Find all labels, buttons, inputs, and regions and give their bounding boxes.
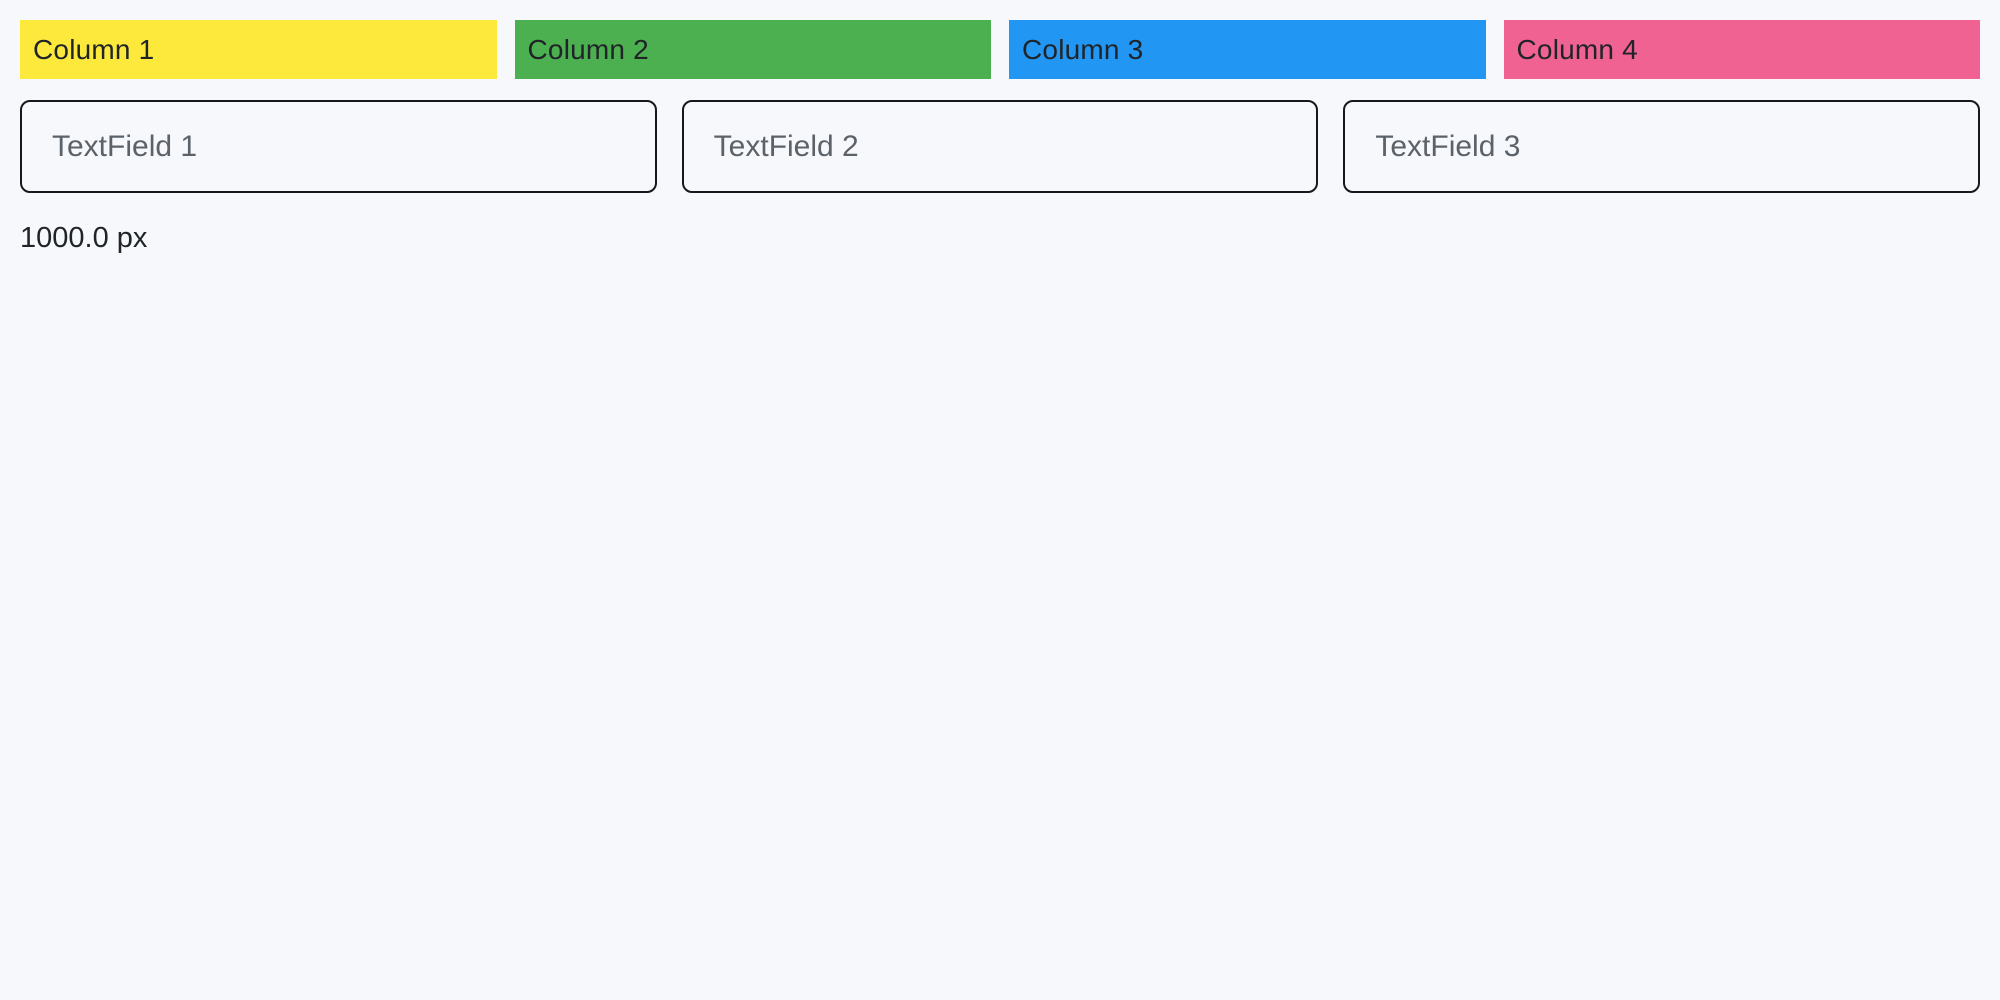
column-4-label: Column 4 [1516,33,1638,65]
column-bar-2: Column 2 [514,20,991,79]
text-field-2[interactable] [681,100,1319,193]
column-1-label: Column 1 [33,33,155,65]
fields-row [20,100,1981,193]
column-bar-4: Column 4 [1503,20,1980,79]
column-2-label: Column 2 [527,33,649,65]
column-bar-3: Column 3 [1009,20,1486,79]
page-width-label: 1000.0 px [20,222,148,254]
text-field-1[interactable] [20,100,657,193]
column-3-label: Column 3 [1022,33,1144,65]
columns-row: Column 1 Column 2 Column 3 Column 4 [20,20,1980,79]
text-field-3[interactable] [1343,100,1981,193]
column-bar-1: Column 1 [20,20,497,79]
